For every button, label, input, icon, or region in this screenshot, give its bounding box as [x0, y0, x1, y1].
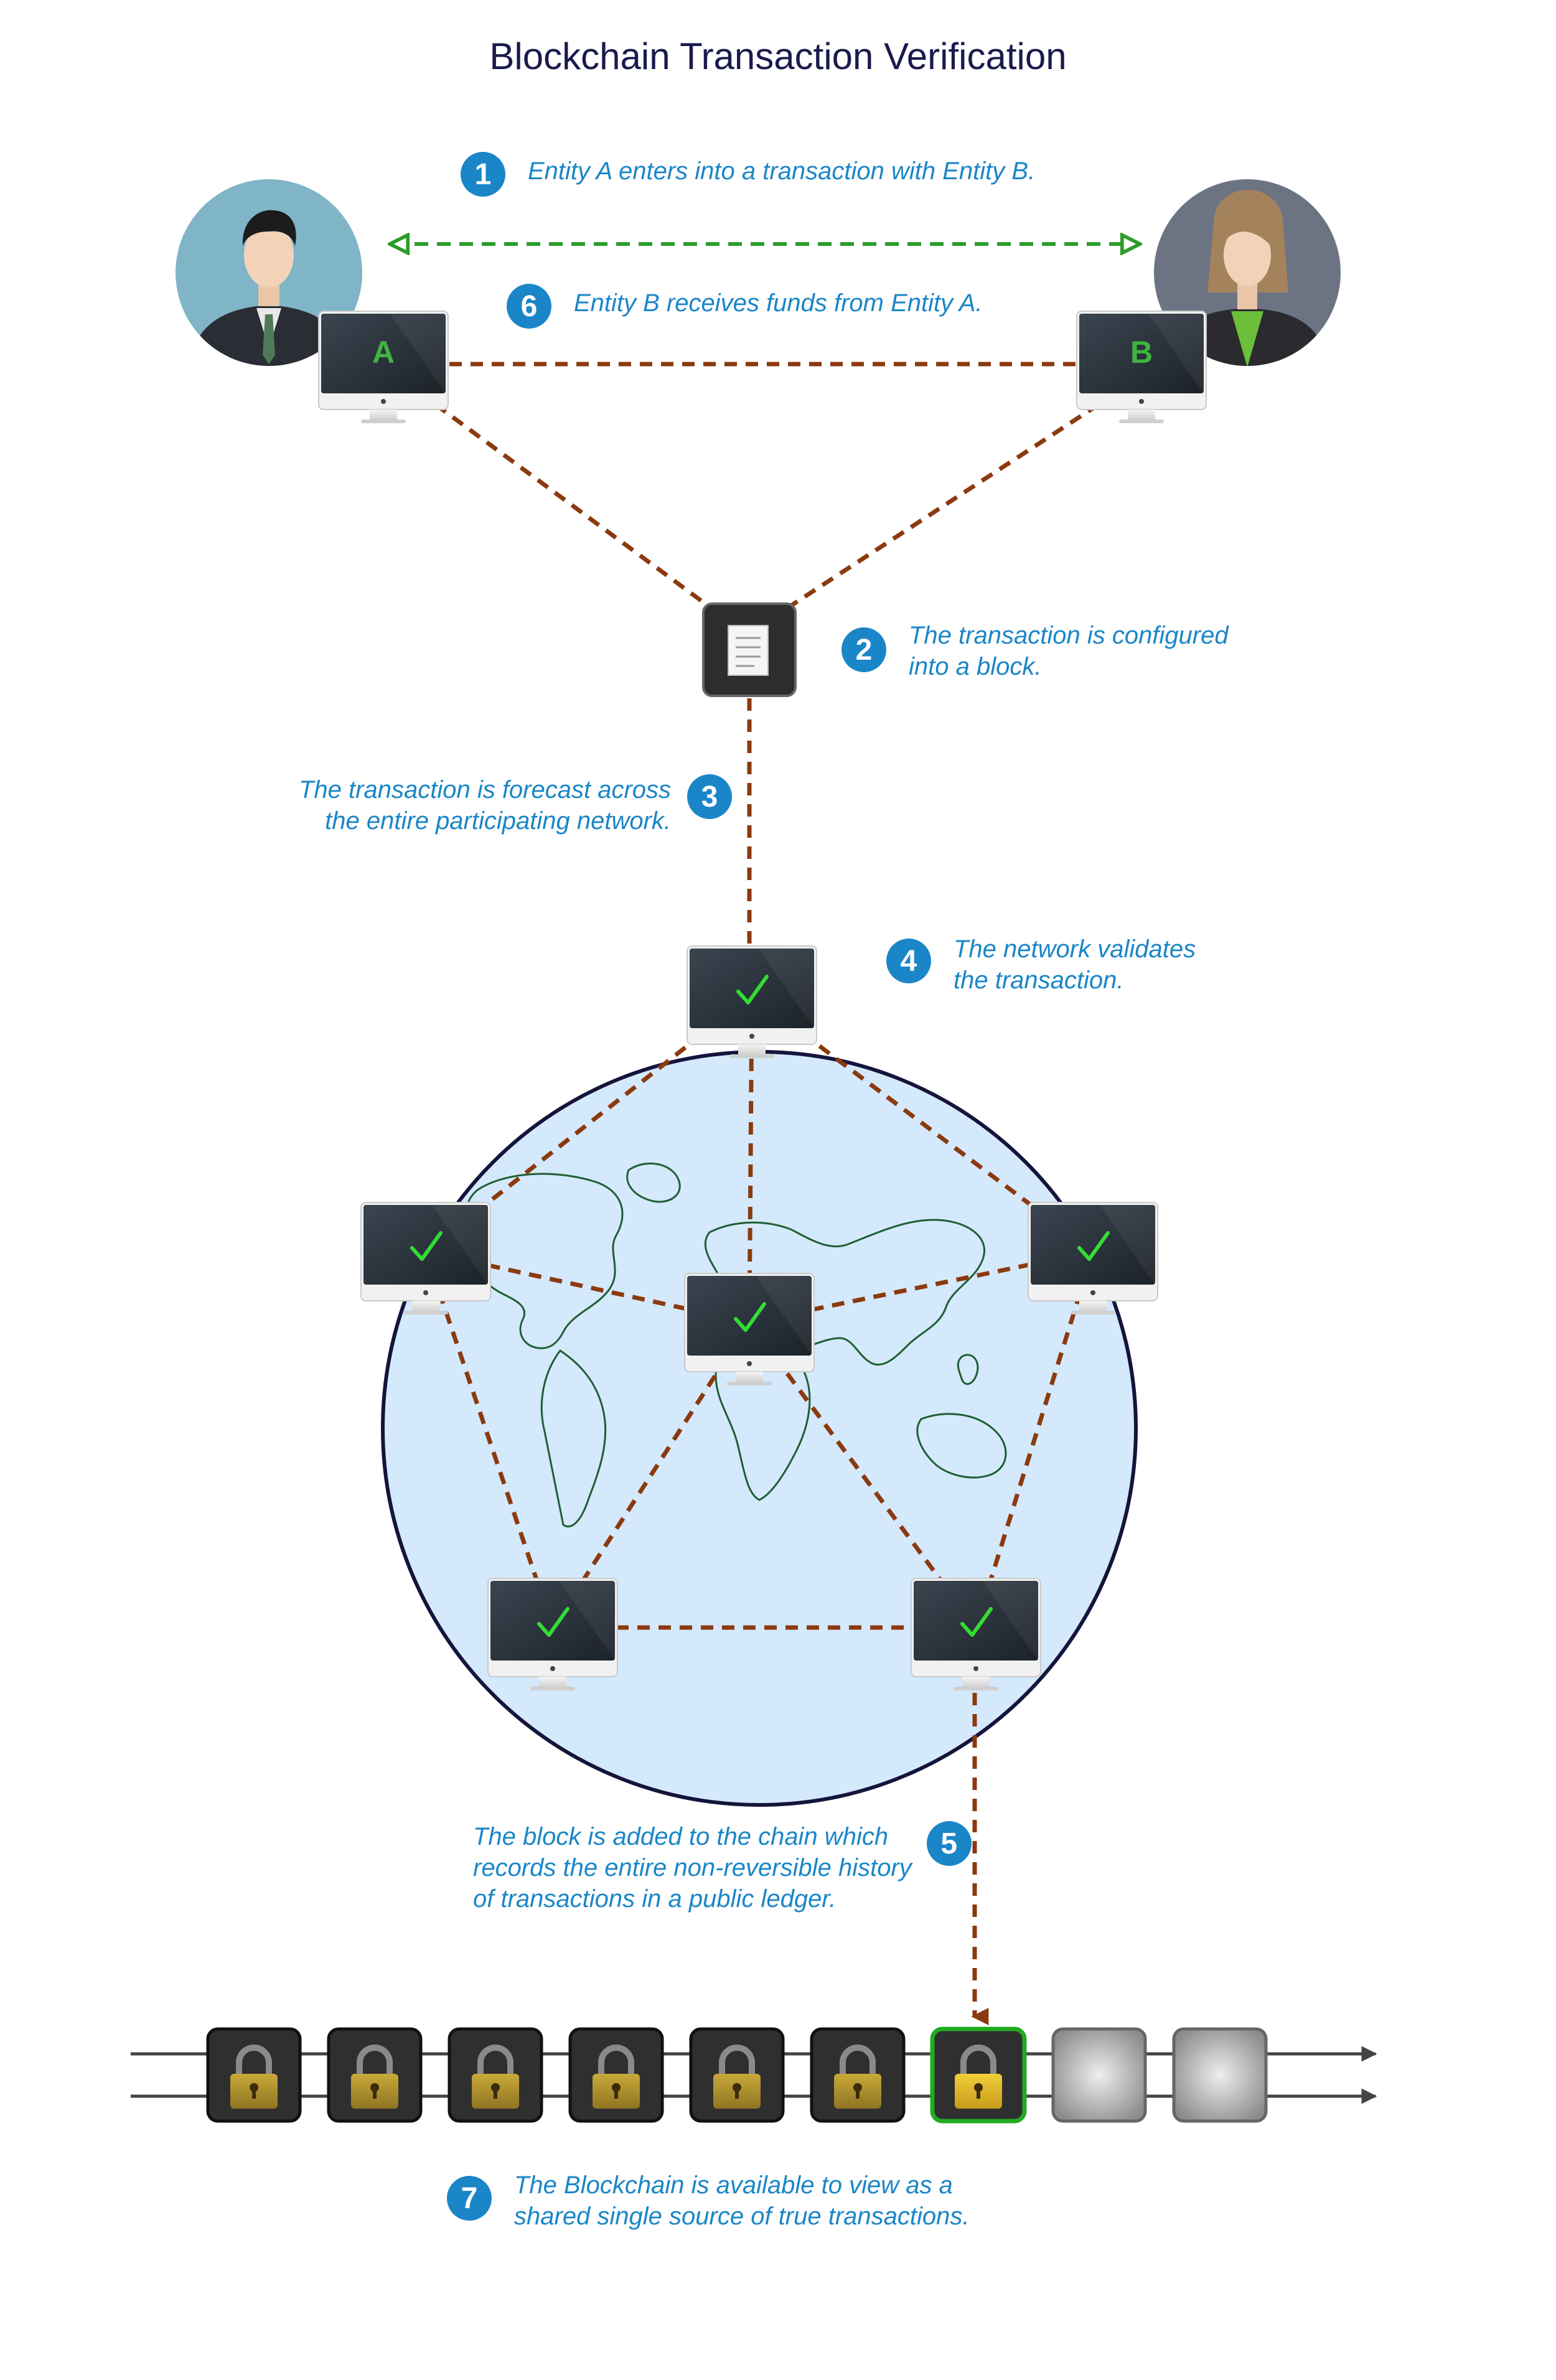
computer-br-icon — [911, 1578, 1041, 1690]
page-title: Blockchain Transaction Verification — [489, 35, 1067, 77]
step-number-badge: 6 — [507, 284, 551, 329]
network-globe — [381, 1050, 1138, 1807]
computer-b-icon: B — [1076, 311, 1207, 423]
step-3: 3 The transaction is forecast across the… — [299, 774, 733, 836]
padlock-icon — [713, 2045, 761, 2109]
link-b-block — [788, 403, 1100, 609]
empty-block — [1051, 2027, 1147, 2123]
entity-label: A — [372, 335, 395, 370]
locked-block — [568, 2027, 664, 2123]
checkmark-icon — [1077, 1231, 1110, 1261]
entity-a-avatar — [176, 179, 362, 366]
step-caption: Entity B receives funds from Entity A. — [574, 289, 983, 317]
padlock-icon — [834, 2045, 881, 2109]
step-caption: The block is added to the chain which re… — [473, 1823, 912, 1913]
computer-c-icon — [684, 1273, 815, 1385]
step-number-badge: 2 — [841, 627, 886, 672]
step-caption: Entity A enters into a transaction with … — [528, 157, 1036, 185]
empty-block — [1172, 2027, 1268, 2123]
padlock-icon — [351, 2045, 398, 2109]
link-r-c — [749, 1249, 1094, 1325]
computer-l-icon — [360, 1202, 491, 1314]
computer-bl-icon — [487, 1578, 618, 1690]
padlock-icon — [230, 2045, 278, 2109]
transaction-block-icon — [702, 602, 797, 697]
locked-block — [448, 2027, 543, 2123]
checkmark-icon — [960, 1607, 993, 1637]
checkmark-icon — [537, 1607, 569, 1637]
step-number-badge: 1 — [461, 152, 505, 197]
padlock-icon — [955, 2045, 1002, 2109]
locked-block — [689, 2027, 785, 2123]
step-caption: The Blockchain is available to view as a… — [514, 2172, 970, 2230]
link-c-bl — [551, 1321, 751, 1629]
step-7: 7 The Blockchain is available to view as… — [447, 2172, 970, 2232]
checkmark-icon — [410, 1231, 443, 1261]
locked-block — [206, 2027, 302, 2123]
blockchain — [206, 2026, 1268, 2124]
checkmark-icon — [734, 1302, 766, 1332]
padlock-icon — [593, 2045, 640, 2109]
step-number-badge: 5 — [926, 1821, 972, 1866]
step-5: 5 The block is added to the chain which … — [473, 1821, 972, 1914]
locked-block — [327, 2027, 423, 2123]
computer-a-icon: A — [318, 311, 449, 423]
locked-block — [810, 2027, 906, 2123]
step-number-badge: 3 — [687, 774, 733, 819]
checkmark-icon — [736, 975, 769, 1005]
step-caption: The transaction is forecast across the e… — [299, 776, 672, 835]
step-caption: The transaction is configured into a blo… — [909, 622, 1229, 680]
step-1: 1 Entity A enters into a transaction wit… — [461, 152, 1035, 197]
step-number-badge: 7 — [447, 2176, 492, 2221]
entity-label: B — [1130, 335, 1153, 370]
padlock-icon — [472, 2045, 519, 2109]
step-number-badge: 4 — [886, 939, 931, 983]
link-a-block — [434, 403, 711, 609]
step-caption: The network validates the transaction. — [954, 935, 1196, 994]
step-6: 6 Entity B receives funds from Entity A. — [507, 284, 983, 329]
computer-t-icon — [687, 945, 817, 1058]
step-2: 2 The transaction is configured into a b… — [841, 622, 1229, 682]
computer-r-icon — [1028, 1202, 1158, 1314]
new-block — [930, 2026, 1027, 2124]
step-4: 4 The network validates the transaction. — [886, 935, 1196, 996]
